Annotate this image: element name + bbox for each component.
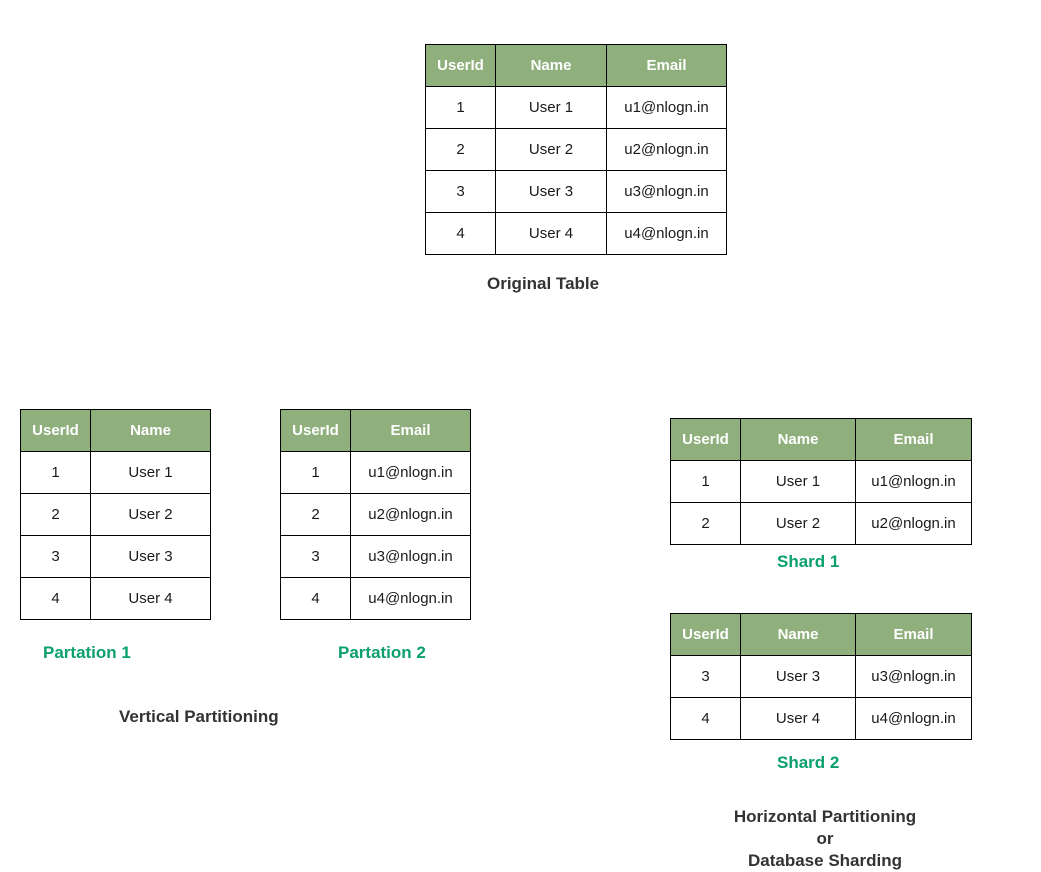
cell-userid: 1 (280, 451, 351, 494)
cell-email: u4@nlogn.in (855, 697, 972, 740)
table-row: 3 u3@nlogn.in (280, 535, 471, 578)
cell-name: User 1 (495, 86, 607, 129)
cell-userid: 2 (20, 493, 91, 536)
cell-userid: 1 (425, 86, 496, 129)
cell-email: u3@nlogn.in (350, 535, 471, 578)
table-row: 1 User 1 (20, 451, 211, 494)
horizontal-caption-line-3: Database Sharding (748, 851, 902, 870)
column-header-email: Email (855, 613, 972, 656)
table-row: 3 User 3 u3@nlogn.in (425, 170, 727, 213)
table-header-row: UserId Email (280, 409, 471, 452)
cell-name: User 1 (740, 460, 856, 503)
column-header-name: Name (740, 418, 856, 461)
column-header-userid: UserId (20, 409, 91, 452)
shard-1-caption: Shard 1 (777, 552, 840, 571)
table-row: 1 u1@nlogn.in (280, 451, 471, 494)
column-header-userid: UserId (280, 409, 351, 452)
partition-2-table: UserId Email 1 u1@nlogn.in 2 u2@nlogn.in… (280, 409, 471, 620)
horizontal-caption-line-1: Horizontal Partitioning (733, 807, 917, 826)
cell-userid: 3 (670, 655, 741, 698)
cell-email: u1@nlogn.in (855, 460, 972, 503)
column-header-name: Name (740, 613, 856, 656)
cell-userid: 4 (425, 212, 496, 255)
cell-email: u1@nlogn.in (606, 86, 727, 129)
table-row: 4 User 4 u4@nlogn.in (670, 697, 972, 740)
cell-userid: 1 (670, 460, 741, 503)
table-row: 2 User 2 u2@nlogn.in (670, 502, 972, 545)
cell-name: User 2 (740, 502, 856, 545)
cell-userid: 3 (20, 535, 91, 578)
cell-email: u3@nlogn.in (606, 170, 727, 213)
cell-name: User 4 (90, 577, 211, 620)
table-header-row: UserId Name (20, 409, 211, 452)
partition-1-table: UserId Name 1 User 1 2 User 2 3 User 3 4… (20, 409, 211, 620)
cell-userid: 3 (280, 535, 351, 578)
cell-userid: 2 (425, 128, 496, 171)
column-header-email: Email (855, 418, 972, 461)
cell-userid: 4 (670, 697, 741, 740)
horizontal-caption-line-2: or (816, 829, 834, 848)
cell-userid: 4 (20, 577, 91, 620)
column-header-email: Email (606, 44, 727, 87)
column-header-email: Email (350, 409, 471, 452)
partition-2-caption: Partation 2 (338, 643, 426, 662)
column-header-userid: UserId (670, 613, 741, 656)
cell-email: u3@nlogn.in (855, 655, 972, 698)
cell-email: u4@nlogn.in (350, 577, 471, 620)
cell-name: User 3 (495, 170, 607, 213)
cell-email: u2@nlogn.in (606, 128, 727, 171)
vertical-partitioning-caption: Vertical Partitioning (119, 707, 279, 726)
cell-email: u4@nlogn.in (606, 212, 727, 255)
cell-name: User 3 (90, 535, 211, 578)
column-header-userid: UserId (425, 44, 496, 87)
table-row: 2 u2@nlogn.in (280, 493, 471, 536)
table-row: 3 User 3 u3@nlogn.in (670, 655, 972, 698)
table-row: 4 u4@nlogn.in (280, 577, 471, 620)
cell-userid: 1 (20, 451, 91, 494)
column-header-userid: UserId (670, 418, 741, 461)
original-table-caption: Original Table (487, 274, 600, 293)
table-header-row: UserId Name Email (670, 613, 972, 656)
cell-name: User 3 (740, 655, 856, 698)
cell-name: User 2 (495, 128, 607, 171)
horizontal-partitioning-caption: Horizontal Partitioning or Database Shar… (665, 806, 985, 872)
shard-1-table: UserId Name Email 1 User 1 u1@nlogn.in 2… (670, 418, 972, 545)
cell-name: User 1 (90, 451, 211, 494)
table-row: 2 User 2 u2@nlogn.in (425, 128, 727, 171)
table-row: 3 User 3 (20, 535, 211, 578)
cell-email: u1@nlogn.in (350, 451, 471, 494)
cell-email: u2@nlogn.in (350, 493, 471, 536)
cell-userid: 2 (670, 502, 741, 545)
table-header-row: UserId Name Email (425, 44, 727, 87)
partition-1-caption: Partation 1 (43, 643, 131, 662)
cell-userid: 3 (425, 170, 496, 213)
table-header-row: UserId Name Email (670, 418, 972, 461)
table-row: 1 User 1 u1@nlogn.in (670, 460, 972, 503)
original-table: UserId Name Email 1 User 1 u1@nlogn.in 2… (425, 44, 727, 255)
cell-name: User 2 (90, 493, 211, 536)
column-header-name: Name (495, 44, 607, 87)
cell-userid: 4 (280, 577, 351, 620)
table-row: 2 User 2 (20, 493, 211, 536)
cell-email: u2@nlogn.in (855, 502, 972, 545)
table-row: 4 User 4 (20, 577, 211, 620)
shard-2-table: UserId Name Email 3 User 3 u3@nlogn.in 4… (670, 613, 972, 740)
column-header-name: Name (90, 409, 211, 452)
shard-2-caption: Shard 2 (777, 753, 840, 772)
cell-name: User 4 (740, 697, 856, 740)
cell-userid: 2 (280, 493, 351, 536)
table-row: 4 User 4 u4@nlogn.in (425, 212, 727, 255)
cell-name: User 4 (495, 212, 607, 255)
table-row: 1 User 1 u1@nlogn.in (425, 86, 727, 129)
